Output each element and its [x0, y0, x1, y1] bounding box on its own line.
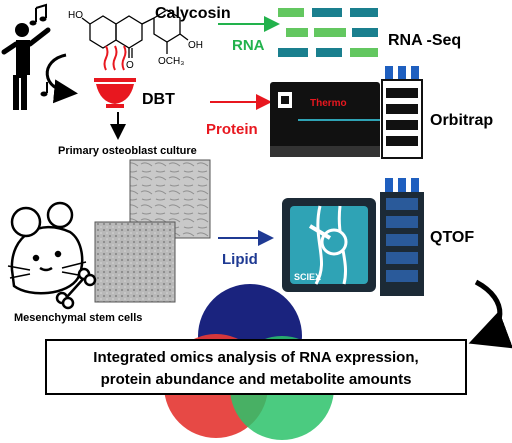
- formula-ho: HO: [68, 10, 83, 21]
- formula-och3: OCH₃: [158, 56, 184, 67]
- microscopy-image-stem-cells: [94, 221, 176, 303]
- sciex-brand-label: SCIEX: [294, 272, 321, 282]
- protein-label: Protein: [206, 121, 258, 138]
- formula-o: O: [126, 60, 134, 71]
- bowl-icon: [94, 45, 136, 108]
- music-note-icon: [29, 3, 47, 26]
- summary-line-2: protein abundance and metabolite amounts: [101, 371, 412, 388]
- bone-icon: [55, 267, 97, 310]
- qtof-label: QTOF: [430, 229, 474, 246]
- culture-label: Primary osteoblast culture: [58, 145, 197, 157]
- return-arrow: [468, 279, 512, 349]
- qtof-instrument-icon: SCIEX: [282, 198, 376, 292]
- thermo-brand-label: Thermo: [310, 98, 347, 109]
- molecule-icon: [81, 9, 189, 58]
- mass-spectrometer-icon: Thermo: [270, 82, 380, 157]
- music-note-icon-2: [40, 82, 48, 97]
- summary-line-1: Integrated omics analysis of RNA express…: [93, 349, 418, 366]
- decoction-label: DBT: [142, 91, 175, 108]
- compound-label: Calycosin: [155, 5, 231, 22]
- summary-box: [45, 339, 467, 395]
- lipid-label: Lipid: [222, 251, 258, 268]
- autosampler-icon-2: [380, 178, 424, 296]
- orbitrap-label: Orbitrap: [430, 112, 493, 129]
- stem-cells-label: Mesenchymal stem cells: [14, 312, 142, 324]
- person-conducting-icon: [1, 23, 51, 110]
- curved-arrow-icon: [45, 53, 78, 104]
- autosampler-icon: [381, 66, 423, 159]
- rna-label: RNA: [232, 37, 265, 54]
- sequencer-icon: [278, 8, 378, 57]
- formula-oh: OH: [188, 40, 203, 51]
- rnaseq-label: RNA -Seq: [388, 32, 461, 49]
- mouse-icon: [7, 201, 87, 295]
